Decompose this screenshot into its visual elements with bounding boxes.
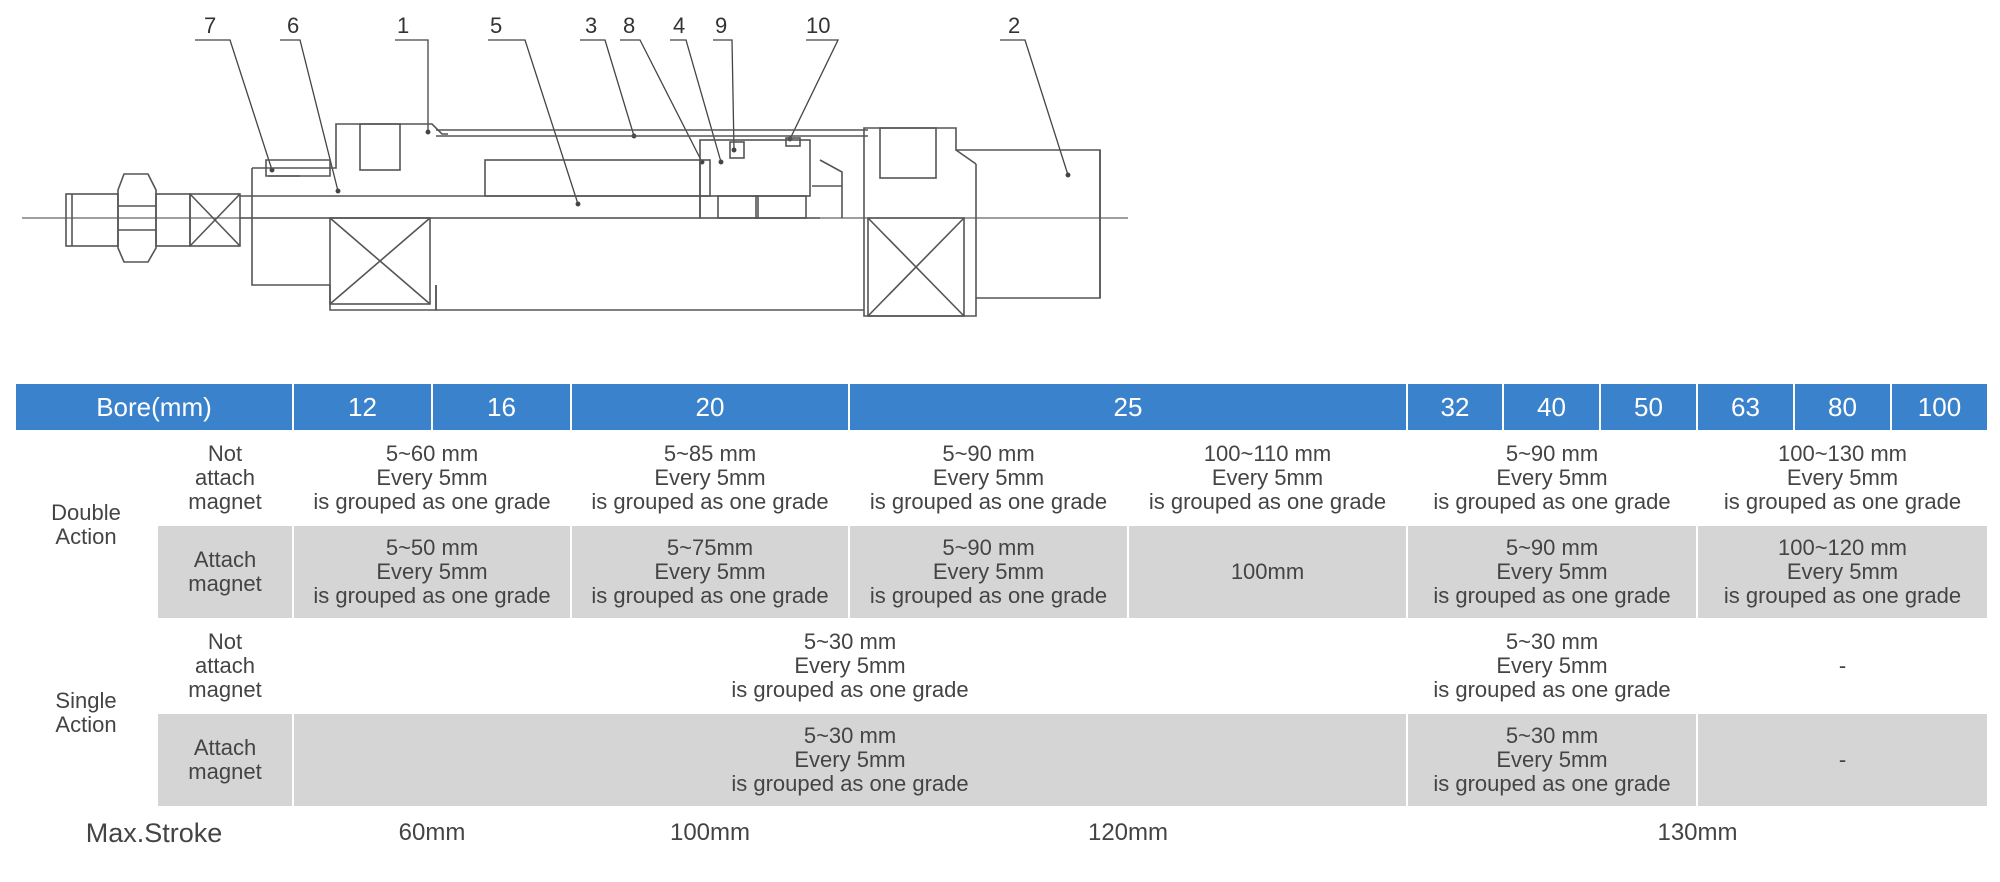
- attach-magnet-label: Attach magnet: [156, 524, 294, 620]
- cylinder-section-drawing: 7 6 1 5 3 8 4 9 10 2: [0, 0, 1150, 340]
- front-cover: [251, 123, 448, 311]
- bore-80: 80: [1793, 382, 1892, 432]
- callout-1: 1: [397, 13, 409, 38]
- barrel: [435, 129, 868, 311]
- callout-4: 4: [673, 13, 685, 38]
- not-attach-magnet-label: Not attach magnet: [156, 618, 294, 714]
- callout-10: 10: [806, 13, 830, 38]
- callout-3: 3: [585, 13, 597, 38]
- header-row: Bore(mm) 12 16 20 25 32 40 50 63 80 100: [14, 382, 1989, 432]
- stroke-cell: -: [1696, 618, 1989, 714]
- callout-9: 9: [715, 13, 727, 38]
- attach-magnet-label: Attach magnet: [156, 712, 294, 808]
- stroke-cell: -: [1696, 712, 1989, 808]
- stroke-cell: 100mm: [1127, 524, 1408, 620]
- double-action-label: Double Action: [14, 430, 158, 620]
- stroke-spec-table: Bore(mm) 12 16 20 25 32 40 50 63 80 100 …: [14, 382, 1989, 860]
- bore-63: 63: [1696, 382, 1795, 432]
- max-stroke-row: Max.Stroke 60mm 100mm 120mm 130mm: [14, 806, 1989, 860]
- max-stroke-value: 100mm: [570, 806, 850, 860]
- max-stroke-value: 130mm: [1406, 806, 1989, 860]
- max-stroke-label: Max.Stroke: [14, 806, 294, 860]
- callout-7: 7: [204, 13, 216, 38]
- callout-2: 2: [1008, 13, 1020, 38]
- bore-16: 16: [431, 382, 572, 432]
- not-attach-magnet-label: Not attach magnet: [156, 430, 294, 526]
- callout-8: 8: [623, 13, 635, 38]
- bore-32: 32: [1406, 382, 1504, 432]
- rod-end: [65, 173, 241, 263]
- single-action-label: Single Action: [14, 618, 158, 808]
- bore-50: 50: [1599, 382, 1698, 432]
- bore-25: 25: [848, 382, 1408, 432]
- bore-12: 12: [292, 382, 433, 432]
- callout-6: 6: [287, 13, 299, 38]
- bore-100: 100: [1890, 382, 1989, 432]
- leader-lines: [195, 39, 1071, 207]
- max-stroke-value: 120mm: [848, 806, 1408, 860]
- bore-40: 40: [1502, 382, 1601, 432]
- rear-cover: [863, 127, 1101, 317]
- callout-5: 5: [490, 13, 502, 38]
- max-stroke-value: 60mm: [292, 806, 572, 860]
- bore-label: Bore(mm): [14, 382, 294, 432]
- bore-20: 20: [570, 382, 850, 432]
